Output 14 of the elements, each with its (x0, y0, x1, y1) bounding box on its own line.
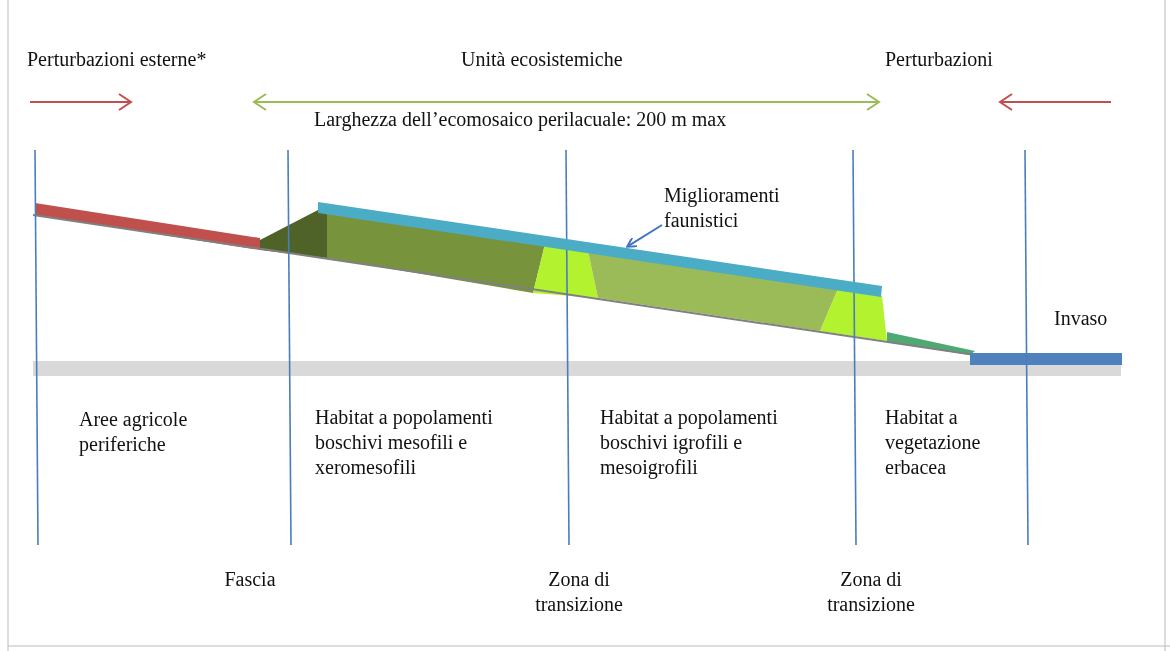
zone-label: Habitat a popolamenti boschivi igrofili e mesoigrofili (600, 405, 779, 480)
width-note: Larghezza dell’ecomosaico perilacuale: 200 m max (314, 107, 728, 132)
boundary-label: Zona di transizione (826, 567, 916, 617)
zone-label: Habitat a popolamenti boschivi mesofili e xeromesofili (315, 405, 494, 480)
leader-arrow (626, 224, 663, 248)
heading-text: Perturbazioni (885, 47, 994, 72)
zone-label: Aree agricole periferiche (79, 407, 189, 457)
heading-text: Unità ecosistemiche (461, 47, 624, 72)
callout-text: Miglioramenti faunistici (664, 183, 824, 233)
zone-label: Habitat a vegetazione erbacea (885, 405, 982, 480)
area-label: Invaso (1054, 306, 1109, 331)
boundary-label: Fascia (223, 567, 277, 592)
boundary-label: Zona di transizione (534, 567, 624, 617)
heading-text: Perturbazioni esterne* (27, 47, 208, 72)
